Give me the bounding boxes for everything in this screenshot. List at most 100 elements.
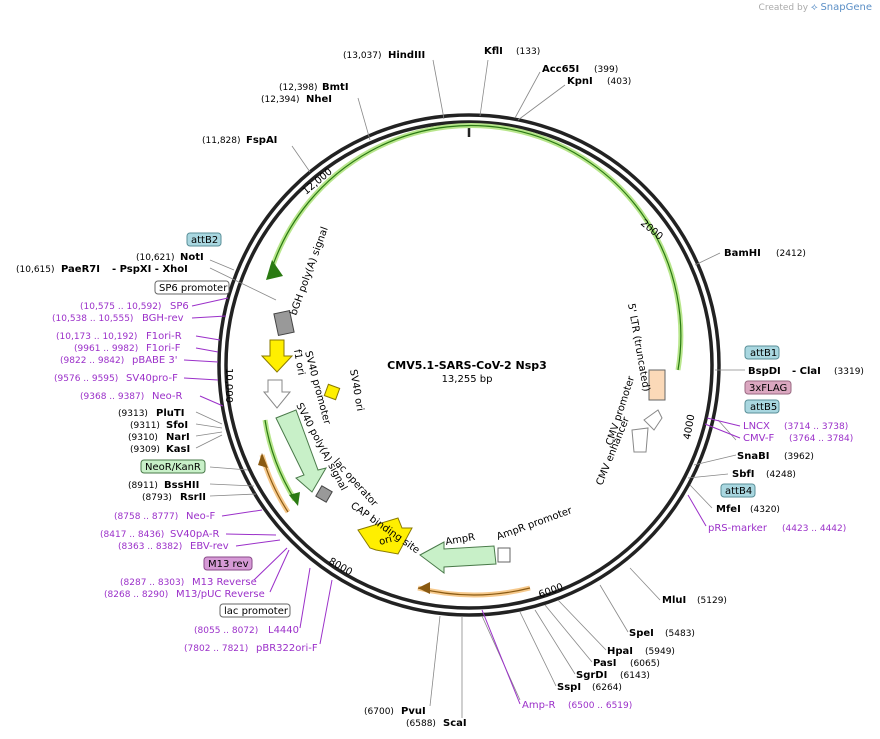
enzyme-paer7i-pos: (10,615)	[16, 265, 55, 275]
primer-l4440-pos: (8055 .. 8072)	[194, 626, 258, 636]
primer-f1ori-f: F1ori-F	[146, 343, 181, 354]
primer-bgh-rev: BGH-rev	[142, 313, 184, 324]
enzyme-mfei: MfeI	[716, 504, 741, 515]
plasmid-name: CMV5.1-SARS-CoV-2 Nsp3	[387, 359, 547, 372]
credit-prefix: Created by	[758, 3, 809, 13]
primer-m13-reverse-pos: (8287 .. 8303)	[120, 578, 184, 588]
label-sv40-ori: SV40 ori	[347, 369, 365, 412]
enzyme-bmti-pos: (12,398)	[279, 83, 318, 93]
primer-amp-r-pos: (6500 .. 6519)	[568, 701, 632, 711]
primer-f1ori-r: F1ori-R	[146, 331, 182, 342]
enzyme-sbfi: SbfI	[732, 469, 754, 480]
enzyme-kasi: KasI	[166, 444, 190, 455]
primer-m13-reverse: M13 Reverse	[192, 577, 257, 588]
primer-sv40pro-f: SV40pro-F	[126, 373, 178, 384]
ampr-promoter-box	[497, 547, 511, 563]
enzyme-kpni-pos: (403)	[607, 77, 631, 87]
enzyme-sbfi-pos: (4248)	[766, 470, 796, 480]
enzyme-sfoi: SfoI	[166, 420, 188, 431]
enzyme-clai: - ClaI	[792, 366, 821, 377]
enzyme-fspai-pos: (11,828)	[202, 136, 241, 146]
feature-m13-rev: M13 rev	[203, 556, 253, 571]
ampr-arrow	[419, 541, 497, 574]
enzyme-spei: SpeI	[629, 628, 654, 639]
enzyme-fspai: FspAI	[246, 135, 277, 146]
primer-m13-puc-reverse-pos: (8268 .. 8290)	[104, 590, 168, 600]
enzyme-hindiii-pos: (13,037)	[343, 51, 382, 61]
primer-neo-f: Neo-F	[186, 511, 216, 522]
enzyme-rsrii-pos: (8793)	[142, 493, 172, 503]
enzyme-snabi-pos: (3962)	[784, 452, 814, 462]
enzyme-sspi-pos: (6264)	[592, 683, 622, 693]
green-arc-arrowhead	[266, 260, 283, 280]
backbone-inner	[224, 120, 714, 610]
snapgene-logo: ⟡	[810, 2, 818, 13]
label-bgh-polya-signal: bGH poly(A) signal	[288, 226, 330, 317]
svg-text:NeoR/KanR: NeoR/KanR	[145, 462, 201, 473]
label-f1-ori: f1 ori	[291, 349, 306, 377]
enzyme-noti: NotI	[180, 252, 204, 263]
primer-l4440: L4440	[268, 625, 299, 636]
enzyme-kasi-pos: (9309)	[130, 445, 160, 455]
enzyme-scai: ScaI	[443, 718, 467, 729]
primer-cmv-f: CMV-F	[743, 433, 774, 444]
primer-bgh-rev-pos: (10,538 .. 10,555)	[52, 314, 133, 324]
enzyme-pspxi-xhoi: - PspXI - XhoI	[112, 264, 188, 275]
label-ampr: AmpR	[445, 532, 476, 548]
primer-sp6: SP6	[170, 301, 189, 312]
primer-neo-r: Neo-R	[152, 391, 183, 402]
svg-text:attB4: attB4	[725, 486, 752, 497]
tick-4000: 4000	[682, 414, 697, 441]
neo-feature-arrow	[275, 409, 328, 493]
enzyme-nari: NarI	[166, 432, 190, 443]
enzyme-mlui-pos: (5129)	[697, 596, 727, 606]
primer-m13-puc-reverse: M13/pUC Reverse	[176, 589, 265, 600]
primer-pbabe-3-pos: (9822 .. 9842)	[60, 356, 124, 366]
credit-brand: SnapGene	[820, 2, 872, 13]
enzyme-nhei: NheI	[306, 94, 332, 105]
snapgene-credit: Created by ⟡ SnapGene	[759, 2, 872, 13]
enzyme-bamhi: BamHI	[724, 248, 761, 259]
enzyme-sspi: SspI	[557, 682, 581, 693]
svg-text:SP6 promoter: SP6 promoter	[159, 283, 228, 294]
enzyme-bmti: BmtI	[322, 82, 349, 93]
enzyme-rsrii: RsrII	[180, 492, 206, 503]
primer-prs-marker: pRS-marker	[708, 523, 768, 534]
enzyme-nhei-pos: (12,394)	[261, 95, 300, 105]
enzyme-noti-pos: (10,621)	[136, 253, 175, 263]
tick-10000: 10,000	[223, 368, 234, 403]
primer-prs-marker-pos: (4423 .. 4442)	[782, 524, 846, 534]
bgh-polya-box	[273, 309, 295, 337]
enzyme-bsshii: BssHII	[164, 480, 199, 491]
svg-text:lac promoter: lac promoter	[224, 606, 289, 617]
enzyme-spei-pos: (5483)	[665, 629, 695, 639]
leader-lines	[195, 59, 745, 718]
f1-ori-arrow	[260, 339, 294, 373]
primer-pbr322ori-f: pBR322ori-F	[256, 643, 318, 654]
feature-lac-promoter: lac promoter	[219, 603, 291, 618]
enzyme-scai-pos: (6588)	[406, 719, 436, 729]
enzyme-hpai-pos: (5949)	[645, 647, 675, 657]
ori-arrow	[357, 517, 413, 555]
primer-f1ori-r-pos: (10,173 .. 10,192)	[56, 332, 137, 342]
enzyme-pluti: PluTI	[156, 408, 184, 419]
cmv-promoter-arrow	[643, 409, 663, 431]
sv40-promoter-arrow	[262, 379, 292, 409]
primer-neo-r-pos: (9368 .. 9387)	[80, 392, 144, 402]
enzyme-acc65i-pos: (399)	[594, 65, 618, 75]
enzyme-pvui: PvuI	[401, 706, 426, 717]
enzyme-pasi-pos: (6065)	[630, 659, 660, 669]
svg-text:attB2: attB2	[191, 235, 218, 246]
backbone-outer	[217, 113, 721, 617]
label-ampr-promoter: AmpR promoter	[495, 505, 574, 543]
svg-text:M13 rev: M13 rev	[208, 559, 249, 570]
primer-cmv-f-pos: (3764 .. 3784)	[789, 434, 853, 444]
primer-amp-r: Amp-R	[522, 700, 556, 711]
primer-lncx: LNCX	[743, 421, 770, 432]
enzyme-bamhi-pos: (2412)	[776, 249, 806, 259]
enzyme-kfli: KflI	[484, 46, 503, 57]
ltr-box	[648, 369, 666, 401]
tick-2000: 2000	[638, 218, 665, 243]
enzyme-hindiii: HindIII	[388, 50, 425, 61]
